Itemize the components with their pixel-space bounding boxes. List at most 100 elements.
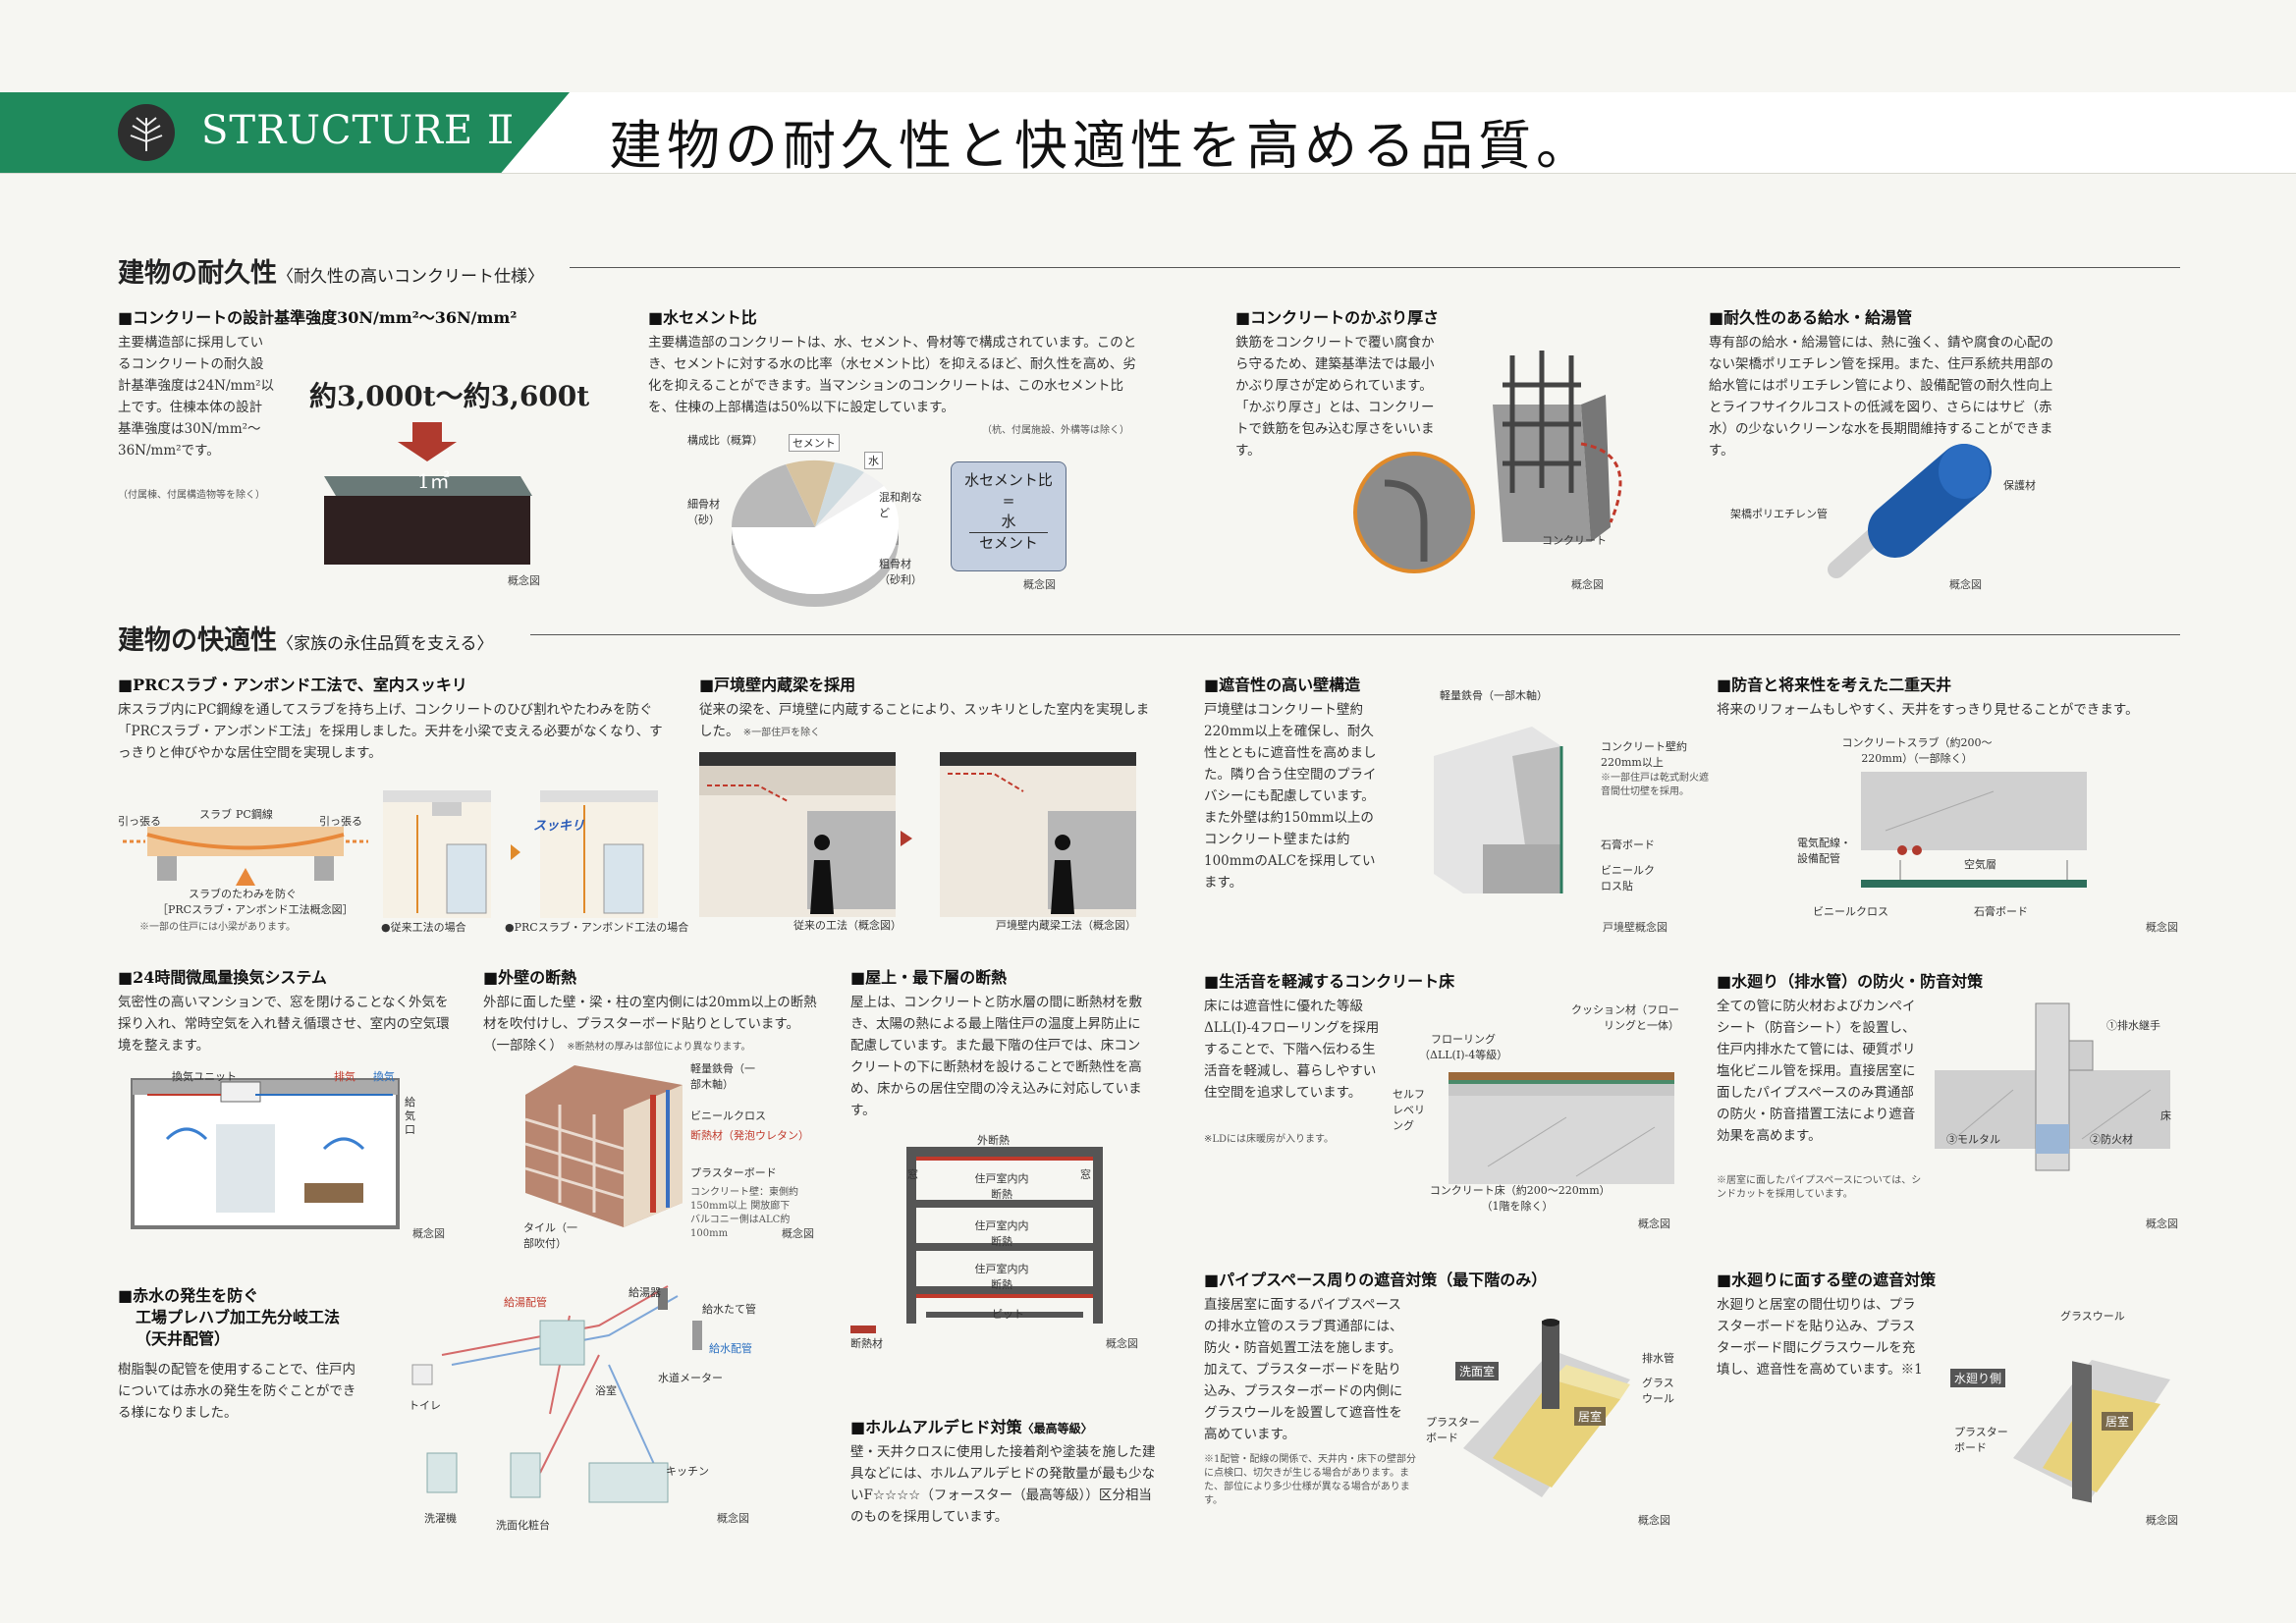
prc-fig-label: ［PRCスラブ・アンボンド工法概念図］ [157,903,354,916]
ceiling-body: 将来のリフォームもしやすく、天井をすっきり見せることができます。 [1717,702,2139,718]
wetwall-figure [2013,1360,2170,1503]
pipes-body: 専有部の給水・給湯管には、熱に強く、錆や腐食の心配のない架橋ポリエチレン管を採用… [1709,335,2053,459]
wetwall-label-room: 居室 [2102,1412,2134,1431]
prc-slab-figure [123,827,368,886]
wetwall-heading: ■水廻りに面する壁の遮音対策 [1717,1271,1937,1289]
roof-body: 屋上は、コンクリートと防水層の間に断熱材を敷き、太陽の熱による最上階住戸の温度上… [850,995,1142,1118]
drain-body: 全ての管に防火材およびカンペイシート（防音シート）を設置し、住戸内排水たて管には… [1717,999,1916,1144]
figure-caption: 概念図 [1571,578,1604,591]
plumbing-label-bath: 浴室 [595,1384,617,1397]
beam-body: 従来の梁を、戸境壁に内蔵することにより、スッキリとした室内を実現しました。 ※一… [699,702,1150,739]
caption-conventional: ●従来工法の場合 [381,921,466,934]
ceiling-label-air: 空気層 [1964,858,1996,871]
prc-heading: ■PRCスラブ・アンボンド工法で、室内スッキリ [118,676,467,694]
composition-pie [731,460,900,607]
floor-figure [1449,1072,1674,1184]
strength-heading: ■コンクリートの設計基準強度30N/mm²～36N/mm² [118,308,518,327]
water-cement-body: 主要構造部のコンクリートは、水、セメント、骨材等で構成されています。このとき、セ… [648,335,1137,415]
floor-label-flooring: フローリング（ΔLL(Ⅰ)-4等級） [1419,1033,1508,1061]
formula-box: 水セメント比 = 水 セメント [951,461,1066,571]
ceiling-label-vinyl: ビニールクロス [1813,905,1888,918]
roof-legend: 断熱材 [850,1337,883,1350]
pipespace-heading: ■パイプスペース周りの遮音対策（最下階のみ） [1204,1271,1548,1289]
drain-label-fire: ②防火材 [2090,1133,2133,1146]
redwater-heading-2: 工場プレハブ加工先分岐工法 [136,1308,341,1326]
figure-caption: 概念図 [508,574,540,587]
plumbing-figure [411,1285,702,1503]
insul-label-steel: 軽量鉄骨（一部木軸） [690,1062,755,1091]
floor-label-cushion: クッション材（フローリングと一体） [1571,1003,1679,1032]
pipespace-figure [1463,1319,1630,1497]
drain-caption: 概念図 [2146,1217,2178,1230]
figure-caption: 概念図 [1949,578,1982,591]
label-sand: 細骨材（砂） [687,498,720,526]
strength-note: （付属棟、付属構造物等を除く） [118,490,265,501]
formula-numerator: 水 [1001,513,1016,530]
prevent-label: スラブのたわみを防ぐ [189,888,297,900]
strength-body: 主要構造部に採用しているコンクリートの耐久設計基準強度は24N/mm²以上です。… [118,335,275,459]
floor-label-concrete: コンクリート床（約200〜220mm）（1階を除く） [1429,1184,1606,1213]
drain-heading: ■水廻り（排水管）の防火・防音対策 [1717,972,1984,991]
drain-label-mortar: ③モルタル [1946,1133,2000,1146]
insul-label-cloth: ビニールクロス [690,1109,766,1122]
plumbing-label-heater: 給湯器 [629,1286,661,1299]
floor-note: ※LDには床暖房が入ります。 [1204,1134,1335,1145]
cover-heading: ■コンクリートのかぶり厚さ [1235,308,1440,327]
ceiling-heading: ■防音と将来性を考えた二重天井 [1717,676,1952,694]
ceiling-label-gypsum: 石膏ボード [1974,905,2028,918]
label-cement: セメント [789,434,840,452]
sukkiri-label: スッキリ [533,819,585,834]
wetwall-body: 水廻りと居室の間仕切りは、プラスターボードを貼り込み、プラスターボード間にグラス… [1717,1297,1923,1378]
pipespace-label-wash: 洗面室 [1455,1362,1500,1380]
wall-note: ※一部住戸は乾式耐火遮音間仕切壁を採用。 [1601,773,1709,797]
pipespace-body: 直接居室に面するパイプスペースの排水立管のスラブ貫通部には、防火・防音処置工法を… [1204,1297,1403,1442]
roof-label-window: 窓 [907,1168,918,1181]
plumbing-label-washer: 洗濯機 [424,1512,457,1525]
prc-note: ※一部の住戸には小梁があります。 [139,922,296,933]
insul-body: 外部に面した壁・梁・柱の室内側には20mm以上の断熱材を吹付けし、プラスターボー… [483,995,817,1054]
beam-caption-2: 戸境壁内蔵梁工法（概念図） [996,919,1136,932]
pipespace-label-drain: 排水管 [1642,1352,1674,1365]
redwater-heading: ■赤水の発生を防ぐ [118,1286,259,1305]
caption-prc: ●PRCスラブ・アンボンド工法の場合 [505,921,689,934]
drain-note: ※居室に面したパイプスペースについては、シンドカットを採用しています。 [1717,1175,1922,1200]
comfort-title: 建物の快適性〈家族の永住品質を支える〉 [118,625,494,656]
ceiling-figure [1861,772,2087,888]
page-headline: 建物の耐久性と快適性を高める品質。 [609,115,1594,177]
unit-label: 1㎡ [417,469,450,493]
wetwall-caption: 概念図 [2146,1514,2178,1527]
concrete-block-figure [324,422,532,565]
wall-figure [1434,727,1563,893]
cover-material-label: 保護材 [2003,479,2036,492]
pipespace-label-room: 居室 [1574,1407,1607,1426]
plumbing-caption: 概念図 [717,1512,749,1525]
section-label: STRUCTURE Ⅱ [201,108,516,153]
wall-label-vinyl: ビニールクロス貼 [1601,864,1655,893]
wall-caption: 戸境壁概念図 [1603,921,1667,934]
vent-label-air: 換気 [373,1070,395,1083]
plumbing-label-kitchen: キッチン [666,1465,709,1478]
plumbing-label-cold: 給水配管 [709,1342,752,1355]
plumbing-label-meter: 水道メーター [658,1372,723,1384]
rebar-figure [1353,351,1622,573]
plumbing-label-toilet: トイレ [409,1399,441,1412]
roof-label-pit: ピット [992,1308,1024,1321]
cover-body: 鉄筋をコンクリートで覆い腐食から守るため、建築基準法では最小かぶり厚さが定められ… [1235,335,1435,459]
beam-heading: ■戸境壁内蔵梁を採用 [699,676,856,694]
water-cement-heading: ■水セメント比 [648,308,757,327]
vent-caption: 概念図 [412,1227,445,1240]
formaldehyde-body: 壁・天井クロスに使用した接着剤や塗装を施した建具などには、ホルムアルデヒドの発散… [850,1444,1156,1525]
wall-heading: ■遮音性の高い壁構造 [1204,676,1361,694]
wall-label-steel: 軽量鉄骨（一部木軸） [1440,689,1548,702]
roof-label-room: 住戸室内内断熱 [974,1219,1029,1248]
ventilation-figure [131,1078,400,1229]
insul-caption: 概念図 [782,1227,814,1240]
roof-label-room: 住戸室内内断熱 [974,1172,1029,1201]
redwater-body: 樹脂製の配管を使用することで、住戸内については赤水の発生を防ぐことができる様にな… [118,1362,356,1421]
pull-label: 引っ張る [319,815,362,828]
cover-label: コンクリート [1542,534,1607,547]
load-value: 約3,000t〜約3,600t [309,380,590,412]
legend-swatch [850,1325,876,1333]
formula-denominator: セメント [969,532,1048,554]
roof-heading: ■屋上・最下層の断熱 [850,968,1008,987]
